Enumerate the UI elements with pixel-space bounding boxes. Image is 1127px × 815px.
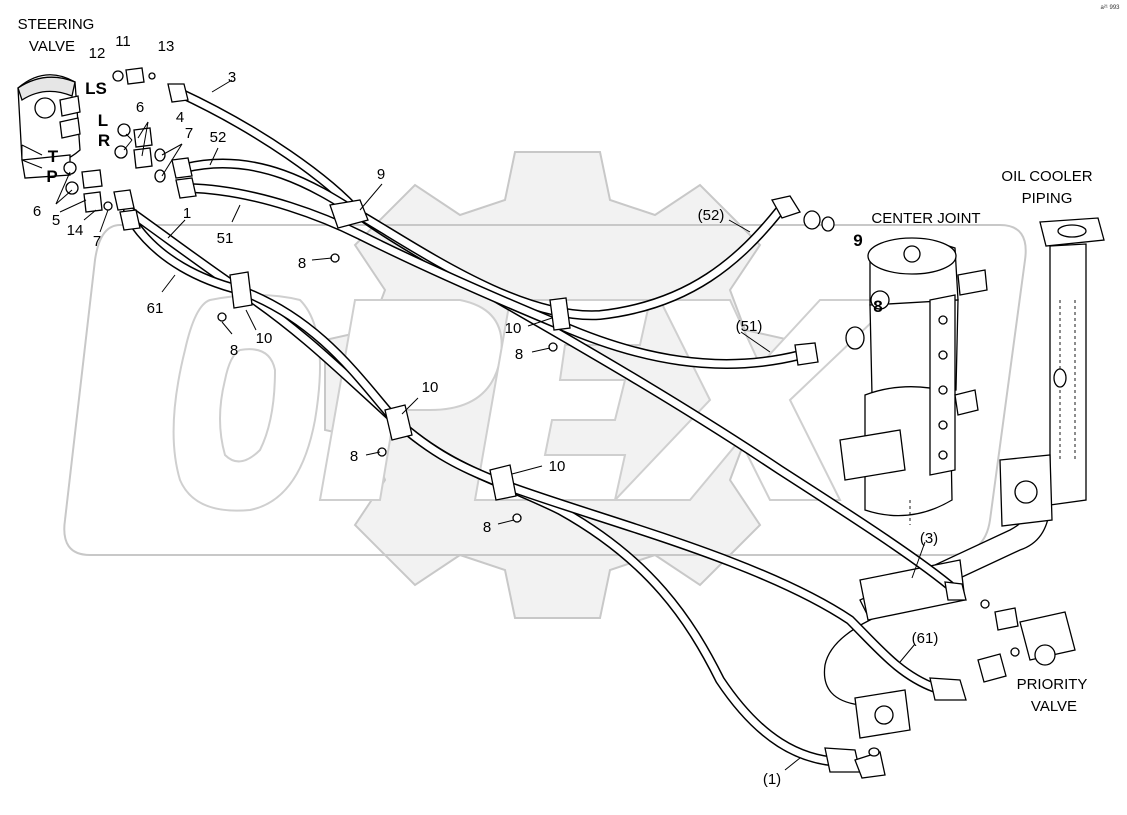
callout-9-clamp: 9 <box>377 166 385 183</box>
steering-valve-label-line1: STEERING <box>18 16 95 33</box>
callout-11: 11 <box>115 33 131 50</box>
callout-1: 1 <box>183 205 191 222</box>
hose-fittings <box>113 83 967 779</box>
callout-8-center: 8 <box>873 297 882 316</box>
port-r-label: R <box>98 131 110 150</box>
leader-lines <box>21 79 926 771</box>
oil-cooler-label-line2: PIPING <box>1022 190 1073 207</box>
callout-8-a: 8 <box>298 255 306 272</box>
callout-61: 61 <box>147 300 164 317</box>
steering-valve <box>17 74 81 179</box>
callout-4: 4 <box>176 109 184 126</box>
watermark-letters <box>172 294 898 512</box>
watermark-frame <box>63 224 1027 556</box>
port-p-label: P <box>46 167 57 186</box>
callout-6-lower: 6 <box>33 203 41 220</box>
callout-6-upper: 6 <box>136 99 144 116</box>
callout-10-b: 10 <box>256 330 273 347</box>
callout-14: 14 <box>67 222 84 239</box>
callout-3: 3 <box>228 69 236 86</box>
center-joint-label: CENTER JOINT <box>871 210 980 227</box>
callout-10-c: 10 <box>422 379 439 396</box>
oil-cooler-label-line1: OIL COOLER <box>1001 168 1092 185</box>
labels: STEERING VALVE OIL COOLER PIPING CENTER … <box>18 5 1121 788</box>
callout-52-ref: (52) <box>698 207 725 224</box>
callout-8-d: 8 <box>350 448 358 465</box>
callout-9-center: 9 <box>853 231 862 250</box>
callout-8-b: 8 <box>515 346 523 363</box>
corner-code: a²¹ 993 <box>1100 5 1120 11</box>
callout-13: 13 <box>158 38 175 55</box>
priority-valve <box>977 607 1076 683</box>
callout-3-ref: (3) <box>920 530 938 547</box>
callout-61-ref: (61) <box>912 630 939 647</box>
steering-valve-label-line2: VALVE <box>29 38 75 55</box>
callout-10-a: 10 <box>505 320 522 337</box>
callout-7-lower: 7 <box>93 233 101 250</box>
callout-12: 12 <box>89 45 106 62</box>
port-fittings <box>63 67 1020 757</box>
callout-52: 52 <box>210 129 227 146</box>
priority-valve-label-line1: PRIORITY <box>1017 676 1088 693</box>
callout-8-c: 8 <box>230 342 238 359</box>
callout-5: 5 <box>52 212 60 229</box>
center-joint <box>839 237 988 525</box>
callout-10-d: 10 <box>549 458 566 475</box>
callout-51: 51 <box>217 230 234 247</box>
callout-1-ref: (1) <box>763 771 781 788</box>
callout-8-e: 8 <box>483 519 491 536</box>
callout-51-ref: (51) <box>736 318 763 335</box>
callout-7-upper: 7 <box>185 125 193 142</box>
port-l-label: L <box>98 111 108 130</box>
priority-valve-label-line2: VALVE <box>1031 698 1077 715</box>
port-ls-label: LS <box>85 79 107 98</box>
port-t-label: T <box>48 147 59 166</box>
